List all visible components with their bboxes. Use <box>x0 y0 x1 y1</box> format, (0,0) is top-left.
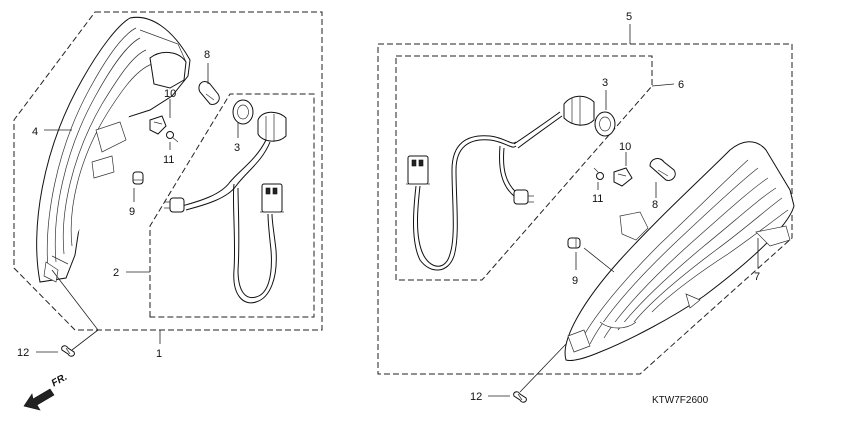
front-direction-arrow-icon <box>23 388 55 411</box>
right-turn-signal-housing <box>564 141 795 361</box>
callout-11-left: 11 <box>163 154 174 166</box>
left-grommet-3 <box>232 99 254 125</box>
left-bulb-8 <box>198 81 220 105</box>
left-assembly-frame <box>13 11 323 331</box>
right-bulb-9 <box>567 237 581 249</box>
callout-5: 5 <box>626 11 632 23</box>
left-screw-11 <box>166 131 179 143</box>
right-assembly <box>377 24 795 403</box>
callout-12-right: 12 <box>470 391 482 403</box>
callout-8-right: 8 <box>652 199 658 211</box>
left-socket <box>257 111 287 142</box>
callout-3-right: 3 <box>602 77 608 89</box>
left-taillight-housing <box>36 16 191 283</box>
callout-9-left: 9 <box>129 206 135 218</box>
left-assembly <box>13 11 323 357</box>
callout-2: 2 <box>113 267 119 279</box>
right-harness-frame <box>395 55 653 281</box>
callout-8-left: 8 <box>204 49 210 61</box>
callout-7: 7 <box>754 271 760 283</box>
diagram-code: KTW7F2600 <box>652 395 709 406</box>
right-grommet-3 <box>594 111 616 137</box>
right-clamp-10 <box>613 167 633 187</box>
callout-6: 6 <box>678 79 684 91</box>
right-wire-harness <box>406 95 595 271</box>
front-indicator: FR. <box>50 372 69 390</box>
callout-4: 4 <box>32 126 38 138</box>
callout-10-right: 10 <box>619 141 631 153</box>
left-bulb-9 <box>132 171 144 185</box>
callout-10-left: 10 <box>164 88 176 100</box>
left-wire-harness <box>164 139 284 304</box>
callout-3-left: 3 <box>234 142 240 154</box>
right-screw-11 <box>593 167 604 180</box>
callout-1: 1 <box>156 348 162 360</box>
callout-9-right: 9 <box>572 275 578 287</box>
right-screw-12 <box>513 391 527 403</box>
callout-12-left: 12 <box>17 347 29 359</box>
callout-11-right: 11 <box>592 193 603 205</box>
left-clamp-10 <box>149 115 167 135</box>
left-harness-frame <box>149 93 315 318</box>
right-assembly-frame <box>377 43 793 375</box>
left-screw-12 <box>61 345 75 357</box>
right-bulb-8 <box>649 158 676 181</box>
